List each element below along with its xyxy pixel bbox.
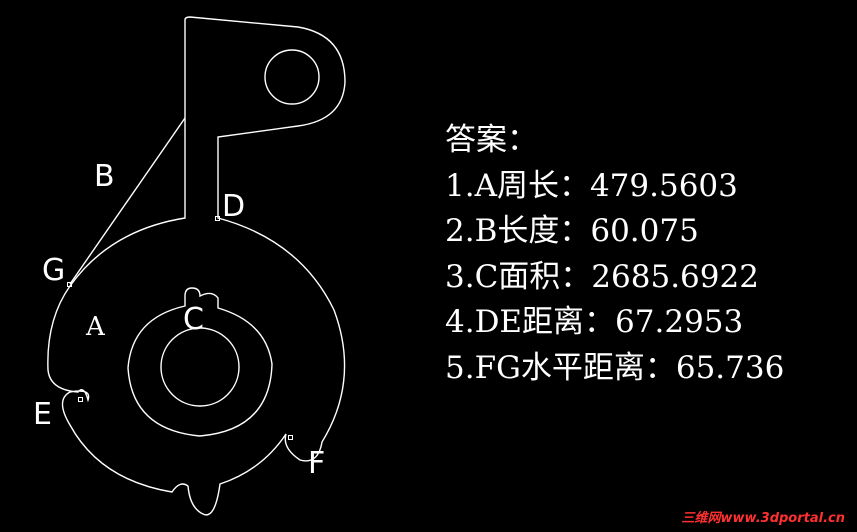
top-hole bbox=[264, 49, 320, 105]
label-g: G bbox=[42, 253, 65, 288]
answer-item: 2.B长度：60.075 bbox=[445, 213, 699, 249]
answer-panel: 答案： 1.A周长：479.5603 2.B长度：60.075 3.C面积：26… bbox=[445, 118, 784, 391]
label-f: F bbox=[308, 446, 325, 481]
answer-title: 答案： bbox=[445, 122, 538, 158]
label-e: E bbox=[33, 397, 52, 432]
center-hole bbox=[160, 327, 240, 407]
label-c: C bbox=[183, 302, 204, 337]
label-a: A bbox=[85, 312, 106, 342]
marker-f bbox=[288, 435, 293, 440]
marker-g bbox=[67, 282, 72, 287]
answer-item: 3.C面积：2685.6922 bbox=[445, 258, 759, 295]
part-outline bbox=[47, 16, 346, 516]
marker-d bbox=[215, 216, 220, 221]
marker-e bbox=[78, 397, 83, 402]
label-b: B bbox=[94, 159, 115, 194]
answer-item: 1.A周长：479.5603 bbox=[445, 167, 738, 204]
site-watermark: 三维网www.3dportal.cn bbox=[681, 511, 845, 526]
label-d: D bbox=[222, 189, 245, 224]
answer-item: 4.DE距离：67.2953 bbox=[445, 304, 744, 340]
answer-item: 5.FG水平距离：65.736 bbox=[445, 349, 785, 386]
line-b bbox=[69, 117, 186, 285]
inner-region-c bbox=[127, 287, 273, 437]
